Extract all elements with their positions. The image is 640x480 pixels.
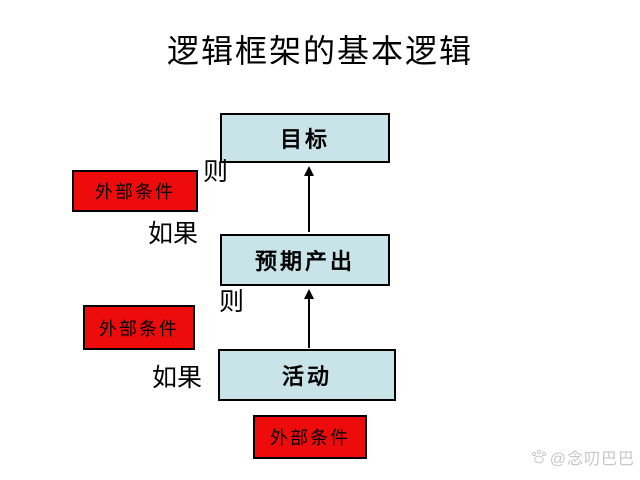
arrow-shaft [308, 176, 310, 232]
condition-box-1: 外部条件 [72, 170, 198, 212]
watermark: @念叨巴巴 [530, 445, 635, 469]
flow-box-activity-label: 活动 [281, 364, 332, 389]
connector-label-then-1: 则 [203, 159, 229, 186]
arrow-up-activity-to-output [303, 289, 315, 348]
flow-box-activity: 活动 [218, 349, 396, 401]
flow-box-goal: 目标 [220, 113, 390, 163]
condition-box-2: 外部条件 [83, 305, 195, 350]
arrow-up-output-to-goal [303, 166, 315, 232]
condition-box-2-label: 外部条件 [99, 318, 179, 339]
connector-label-if-1: 如果 [148, 221, 199, 248]
arrow-up-icon [304, 289, 314, 299]
condition-box-3-label: 外部条件 [270, 428, 350, 448]
flow-box-expected-output: 预期产出 [220, 234, 390, 286]
arrow-up-icon [304, 166, 314, 176]
condition-box-1-label: 外部条件 [95, 182, 175, 202]
connector-label-if-2: 如果 [152, 365, 203, 392]
flow-box-expected-output-label: 预期产出 [254, 249, 355, 274]
condition-box-3: 外部条件 [253, 415, 367, 459]
arrow-shaft [308, 299, 310, 348]
paw-logo-icon [530, 448, 548, 466]
connector-label-then-2: 则 [219, 289, 245, 316]
flow-box-goal-label: 目标 [279, 127, 330, 152]
watermark-text: @念叨巴巴 [549, 451, 635, 468]
slide-title: 逻辑框架的基本逻辑 [166, 33, 473, 69]
